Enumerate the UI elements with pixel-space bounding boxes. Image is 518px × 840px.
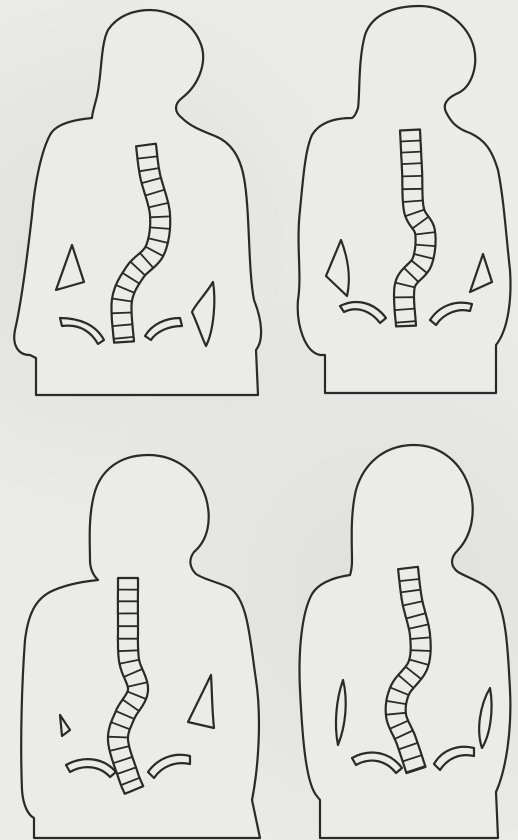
- vertebra-divider: [150, 216, 170, 217]
- vertebra-divider: [402, 176, 422, 177]
- panel-top-right: [298, 6, 511, 393]
- vertebra-divider: [118, 650, 138, 651]
- torso-outline: [14, 10, 261, 395]
- vertebra-divider: [401, 152, 421, 153]
- panel-bottom-right: [300, 445, 511, 838]
- vertebra-divider: [112, 313, 132, 314]
- panel-top-left: [14, 10, 261, 395]
- vertebra-divider: [411, 650, 431, 651]
- vertebra-divider: [402, 163, 422, 164]
- panel-bottom-left: [21, 455, 260, 838]
- torso-outline: [300, 445, 511, 838]
- vertebra-divider: [401, 141, 421, 142]
- vertebra-divider: [108, 737, 128, 738]
